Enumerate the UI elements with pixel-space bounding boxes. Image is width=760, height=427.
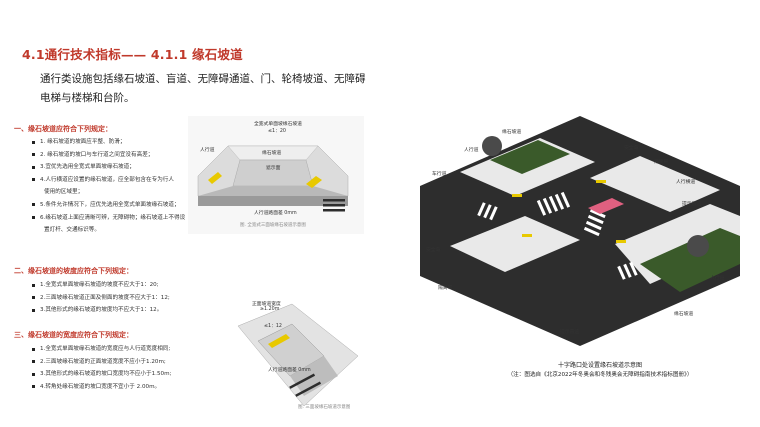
list-item: 2.三面坡缘石坡道的正面坡道宽度不应小于1.20m; <box>32 356 171 369</box>
intro-paragraph: 通行类设施包括缘石坡道、盲道、无障碍通道、门、轮椅坡道、无障碍电梯与楼梯和台阶。 <box>40 73 366 104</box>
section-heading-2: 二、缘石坡道的坡度应符合下列规定： <box>14 267 133 275</box>
list-item: 1.全宽式单面坡缘石坡道的宽度应与人行道宽度相同; <box>32 343 171 356</box>
figure1-label-walkway: 人行道 <box>200 148 215 153</box>
figure3-caption-title: 十字路口处设置缘石坡道示意图 <box>557 362 642 369</box>
fig3-label-safety-island: 安全岛 <box>624 146 639 151</box>
figure2-label-c: ≤1：12 <box>264 324 282 329</box>
figure-full-width-curb-ramp: 全宽式单面坡缘石坡道 ≤1：20 人行道 缘石坡道 遮示面 人行道路面差 0mm… <box>188 116 364 234</box>
section-heading-3: 三、缘石坡道的宽度应符合下列规定： <box>14 331 133 339</box>
curb-ramp-diagram-1 <box>188 116 364 234</box>
fig3-label-walkway-r: 人行横道 <box>676 180 696 185</box>
section-list-3: 1.全宽式单面坡缘石坡道的宽度应与人行道宽度相同; 2.三面坡缘石坡道的正面坡道… <box>32 343 171 393</box>
figure-three-sided-curb-ramp: 正面坡道宽度 ≥1.20m ≤1：12 人行道路面差 0mm 图. 三面坡缘石坡… <box>228 296 364 414</box>
list-item-continued: 使用的区域里； <box>44 189 84 196</box>
fig3-label-walkway-b: 人行道 <box>710 276 725 281</box>
list-item: 4.人行横道应设置的缘石坡道，应全部包含在专为行人 <box>32 174 185 187</box>
fig3-label-separation: 隔离带 <box>654 160 669 165</box>
list-item-continued: 置灯杆、交通标识等。 <box>44 227 100 234</box>
figure-intersection-curb-ramps: 缘石坡道 人行道 车行道 安全岛 隔离带 人行横道 提示盲道 安全岛 隔离带 人… <box>420 116 740 346</box>
page-title: 4.1通行技术指标—— 4.1.1 缘石坡道 <box>22 47 243 62</box>
list-item: 1.全宽式单面坡缘石坡道的坡度不应大于1：20; <box>32 279 170 292</box>
fig3-label-walkway-tl: 人行道 <box>464 148 479 153</box>
fig3-label-separation-b: 隔离带 <box>438 286 453 291</box>
fig3-label-curb-ramp-top: 缘石坡道 <box>502 130 522 135</box>
list-item: 3.其他形式的缘石坡道的坡度均不应大于1：12。 <box>32 304 170 317</box>
fig3-label-curb-ramp-br: 缘石坡道 <box>674 312 694 317</box>
fig3-label-safety-island-l: 安全岛 <box>426 248 441 253</box>
section-list-2: 1.全宽式单面坡缘石坡道的坡度不应大于1：20; 2.三面坡缘石坡道正面及侧面的… <box>32 279 170 317</box>
figure2-label-a: 正面坡道宽度 <box>252 302 281 307</box>
fig3-label-tactile-r: 提示盲道 <box>682 202 702 207</box>
section-list-1: 1. 缘石坡道的坡面应平整、防滑； 2. 缘石坡道的坡口与车行道之间宜没有高差；… <box>32 136 185 237</box>
list-item: 3.其他形式的缘石坡道的坡口宽度均不应小于1.50m; <box>32 368 171 381</box>
figure1-label-road: 缘石坡道 <box>262 151 282 156</box>
list-item: 3.宜优先选用全宽式单面坡缘石坡道； <box>32 161 185 174</box>
figure3-caption-note: （注：图选自《北京2022年冬奥会和冬残奥会无障碍指南技术指标图册》） <box>507 372 693 378</box>
figure1-label-top: 全宽式单面坡缘石坡道 <box>254 122 302 127</box>
list-item: 2. 缘石坡道的坡口与车行道之间宜没有高差； <box>32 149 185 162</box>
list-item: 4.转角处缘石坡道的坡口宽度不宜小于 2.00m。 <box>32 381 171 394</box>
list-item: 2.三面坡缘石坡道正面及侧面的坡度不应大于1：12; <box>32 292 170 305</box>
figure1-label-ratio: ≤1：20 <box>268 129 286 134</box>
fig3-label-tactile-b: 提示盲道 <box>560 330 580 335</box>
intersection-diagram <box>420 116 740 346</box>
figure1-caption: 图. 全宽式三面坡缘石坡道示意图 <box>240 223 306 228</box>
section-heading-1: 一、缘石坡道应符合下列规定： <box>14 125 112 133</box>
figure2-caption: 图. 三面坡缘石坡道示意图 <box>298 405 351 410</box>
list-item: 6.缘石坡道上面应清晰可辨，无障碍物；缘石坡道上不得设 <box>32 212 185 225</box>
figure2-label-d: 人行道路面差 0mm <box>268 368 311 373</box>
list-item: 5.条件允许情况下，应优先选用全宽式单面坡缘石坡道； <box>32 199 185 212</box>
figure1-label-road2: 遮示面 <box>266 166 281 171</box>
figure2-label-b: ≥1.20m <box>260 307 280 312</box>
figure1-label-bottom: 人行道路面差 0mm <box>254 211 297 216</box>
curb-ramp-diagram-2 <box>237 303 359 407</box>
list-item: 1. 缘石坡道的坡面应平整、防滑； <box>32 136 185 149</box>
fig3-label-road-l: 车行道 <box>432 172 447 177</box>
